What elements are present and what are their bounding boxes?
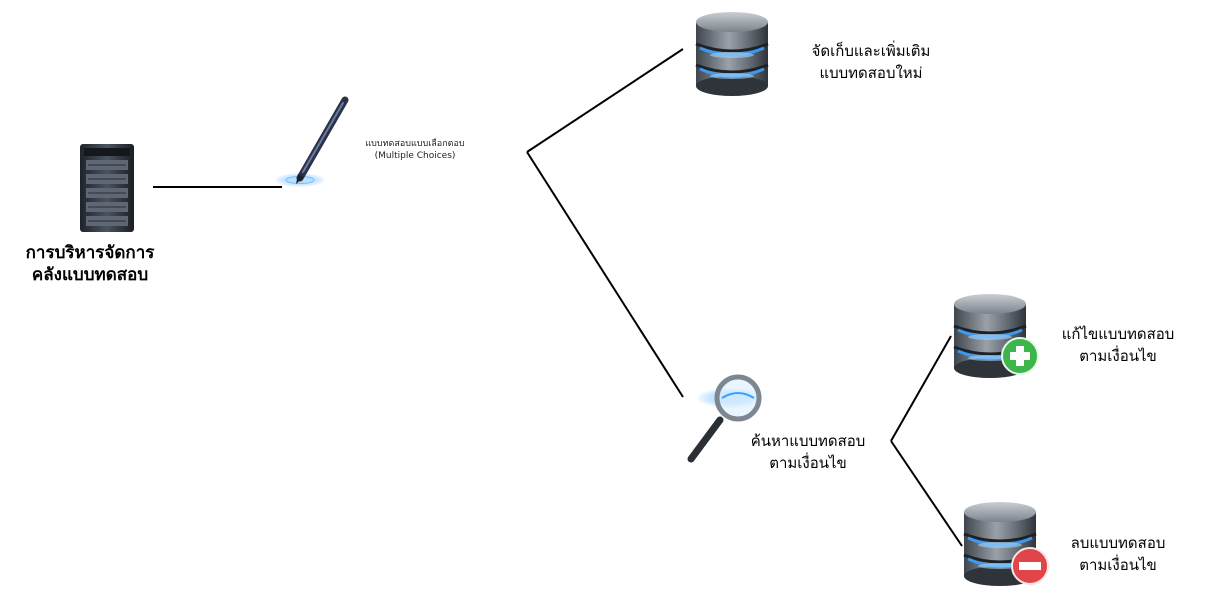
store-node-label-line-2: แบบทดสอบใหม่ [819, 64, 923, 82]
search-node-label-line-1: ค้นหาแบบทดสอบ [750, 432, 866, 450]
delete-node-label-line-1: ลบแบบทดสอบ [1070, 534, 1166, 552]
multiple-choice-label-line-2: (Multiple Choices) [374, 151, 456, 161]
root-node-label-line-2: คลังแบบทดสอบ [31, 265, 149, 285]
connector-branch-to-search [526, 151, 684, 398]
connector-search-to-edit [890, 335, 952, 442]
edit-node-label: แก้ไขแบบทดสอบ ตามเงื่อนไข [1036, 323, 1200, 367]
connector-lines [153, 48, 963, 547]
delete-node-label: ลบแบบทดสอบ ตามเงื่อนไข [1036, 532, 1200, 576]
edit-node-label-line-2: ตามเงื่อนไข [1079, 347, 1157, 365]
root-node-label: การบริหารจัดการ คลังแบบทดสอบ [10, 242, 170, 286]
delete-node-label-line-2: ตามเงื่อนไข [1079, 556, 1157, 574]
connector-search-to-delete [890, 440, 963, 547]
connector-branch-to-store [526, 48, 684, 153]
search-node-label: ค้นหาแบบทดสอบ ตามเงื่อนไข [726, 430, 890, 474]
magnifier-icon [687, 374, 764, 463]
pen-icon [274, 96, 349, 187]
store-node-label-line-1: จัดเก็บและเพิ่มเติม [811, 42, 931, 60]
edit-node-label-line-1: แก้ไขแบบทดสอบ [1061, 325, 1175, 343]
server-rack-icon [80, 144, 134, 232]
root-node-label-line-1: การบริหารจัดการ [25, 243, 155, 263]
search-node-label-line-2: ตามเงื่อนไข [769, 454, 847, 472]
database-add-icon [952, 292, 1039, 380]
multiple-choice-label-line-1: แบบทดสอบแบบเลือกตอบ [365, 139, 465, 149]
multiple-choice-label: แบบทดสอบแบบเลือกตอบ (Multiple Choices) [340, 138, 490, 162]
database-remove-icon [962, 500, 1049, 588]
database-icon [694, 10, 770, 98]
store-node-label: จัดเก็บและเพิ่มเติม แบบทดสอบใหม่ [786, 40, 956, 84]
